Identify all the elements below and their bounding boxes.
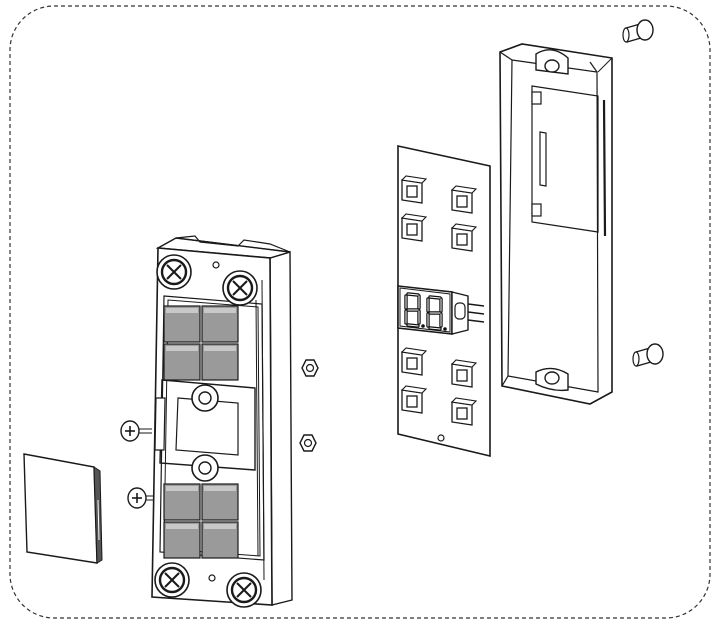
rivet-top [622, 19, 654, 43]
housing-key [201, 343, 239, 381]
tactile-switches [400, 175, 478, 426]
tactile-switch [450, 397, 478, 426]
tactile-switch [450, 185, 478, 214]
tactile-switch [400, 385, 428, 414]
hex-nut-lower [299, 434, 317, 452]
button-keys [163, 305, 239, 559]
housing-key [163, 521, 201, 559]
tactile-switch [400, 213, 428, 242]
seven-segment-display [397, 285, 485, 335]
housing-screw-bosses [154, 254, 262, 608]
housing-key [163, 483, 201, 521]
housing-key [201, 483, 239, 521]
seven-segment-digit [426, 295, 447, 331]
housing-key [201, 305, 239, 343]
housing-key [201, 521, 239, 559]
rim-hole [208, 574, 216, 582]
tactile-switch [400, 175, 428, 204]
seven-segment-digit [404, 292, 425, 328]
housing-boss [222, 270, 258, 306]
housing-boss [156, 254, 192, 290]
rear-enclosure [499, 43, 613, 405]
cover-plate [23, 453, 103, 564]
rivet-bottom [632, 343, 664, 367]
bracket-hole [191, 384, 219, 412]
hex-nut-upper [301, 359, 319, 377]
housing-key [163, 343, 201, 381]
rim-hole [212, 261, 220, 269]
tactile-switch [400, 347, 428, 376]
housing-boss [154, 562, 190, 598]
phillips-screw-upper [120, 420, 152, 442]
tactile-switch [450, 223, 478, 252]
tactile-switch [450, 359, 478, 388]
housing-boss [226, 572, 262, 608]
bracket-hole [191, 454, 219, 482]
housing-key [163, 305, 201, 343]
